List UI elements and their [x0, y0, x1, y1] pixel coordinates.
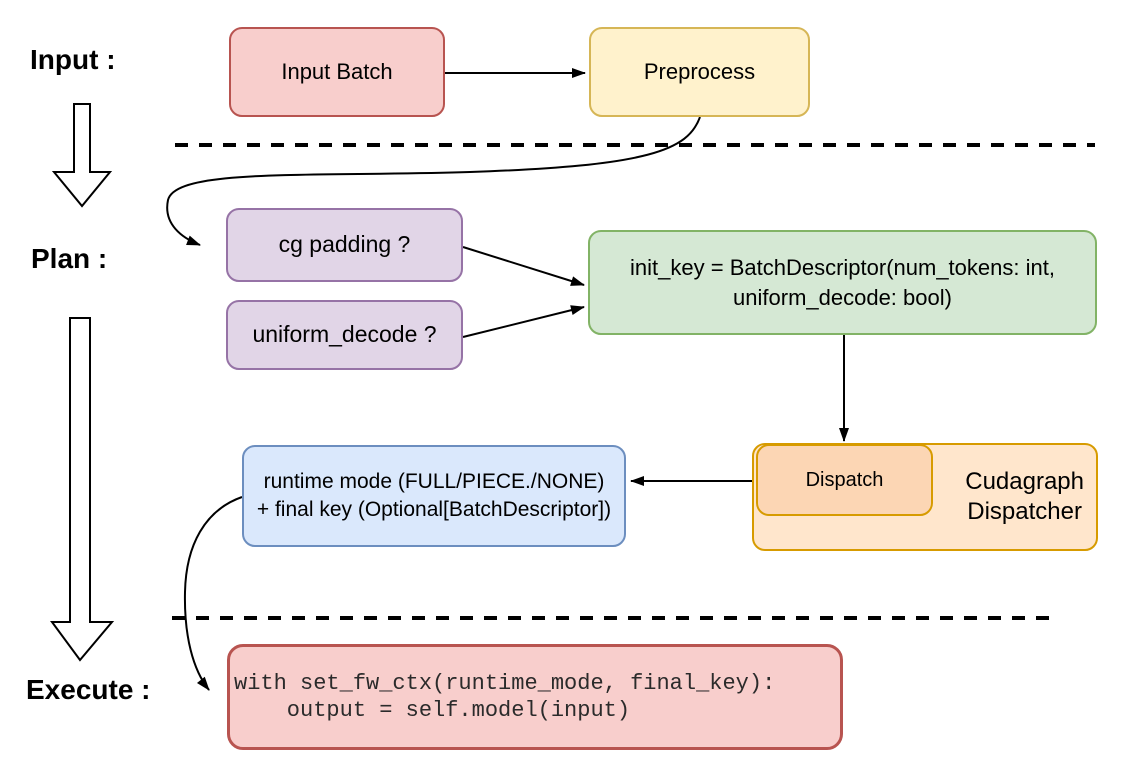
node-runtime-mode-line1: runtime mode (FULL/PIECE./NONE) — [263, 470, 605, 493]
node-input-batch-label: Input Batch — [281, 58, 393, 84]
execute-code-line2: output = self.model(input) — [234, 698, 631, 723]
node-cudagraph-dispatcher-line2: Dispatcher — [967, 498, 1082, 525]
node-dispatch-label: Dispatch — [805, 469, 884, 491]
node-preprocess-label: Preprocess — [643, 58, 756, 84]
node-init-key-line1: init_key = BatchDescriptor(num_tokens: i… — [630, 254, 1055, 280]
node-input-batch: Input Batch — [229, 27, 445, 117]
stage-label-execute: Execute : — [26, 674, 151, 705]
node-cg-padding: cg padding ? — [226, 208, 463, 282]
node-preprocess: Preprocess — [589, 27, 810, 117]
node-cg-padding-label: cg padding ? — [278, 231, 411, 258]
node-init-key-line2: uniform_decode: bool) — [733, 284, 952, 310]
node-cudagraph-dispatcher-label: Cudagraph Dispatcher — [965, 467, 1084, 527]
execute-code-line1: with set_fw_ctx(runtime_mode, final_key)… — [234, 671, 776, 696]
stage-arrow-plan-to-execute — [50, 317, 115, 662]
stage-label-plan: Plan : — [31, 243, 108, 274]
node-cudagraph-dispatcher-line1: Cudagraph — [965, 468, 1084, 495]
node-uniform-decode: uniform_decode ? — [226, 300, 463, 370]
arrow-uniform-decode-to-init-key — [462, 305, 585, 338]
node-execute-code: with set_fw_ctx(runtime_mode, final_key)… — [227, 644, 843, 750]
node-runtime-mode: runtime mode (FULL/PIECE./NONE) + final … — [242, 445, 626, 547]
arrow-cg-padding-to-init-key — [462, 246, 585, 286]
node-uniform-decode-label: uniform_decode ? — [252, 321, 437, 348]
stage-label-input: Input : — [30, 44, 116, 75]
node-dispatch: Dispatch — [756, 444, 933, 516]
stage-arrow-input-to-plan — [51, 103, 113, 208]
node-runtime-mode-line2: + final key (Optional[BatchDescriptor]) — [256, 498, 612, 521]
node-init-key: init_key = BatchDescriptor(num_tokens: i… — [588, 230, 1097, 335]
